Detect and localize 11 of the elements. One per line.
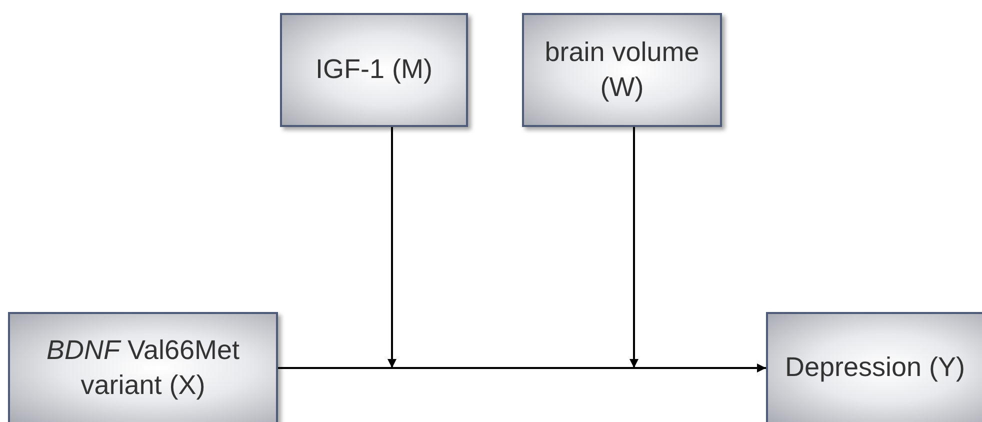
box-label: BDNF Val66Met variant (X) (45, 334, 241, 402)
variable-box (766, 312, 982, 422)
arrow (630, 127, 638, 368)
arrow (388, 127, 396, 368)
box-label: IGF-1 (M) (316, 53, 432, 86)
arrow (278, 364, 766, 372)
box-label: Depression (Y) (784, 351, 966, 384)
box-label: brain volume (W) (544, 36, 700, 104)
variable-box (522, 13, 722, 127)
variable-box (280, 13, 468, 127)
variable-box (8, 312, 278, 422)
